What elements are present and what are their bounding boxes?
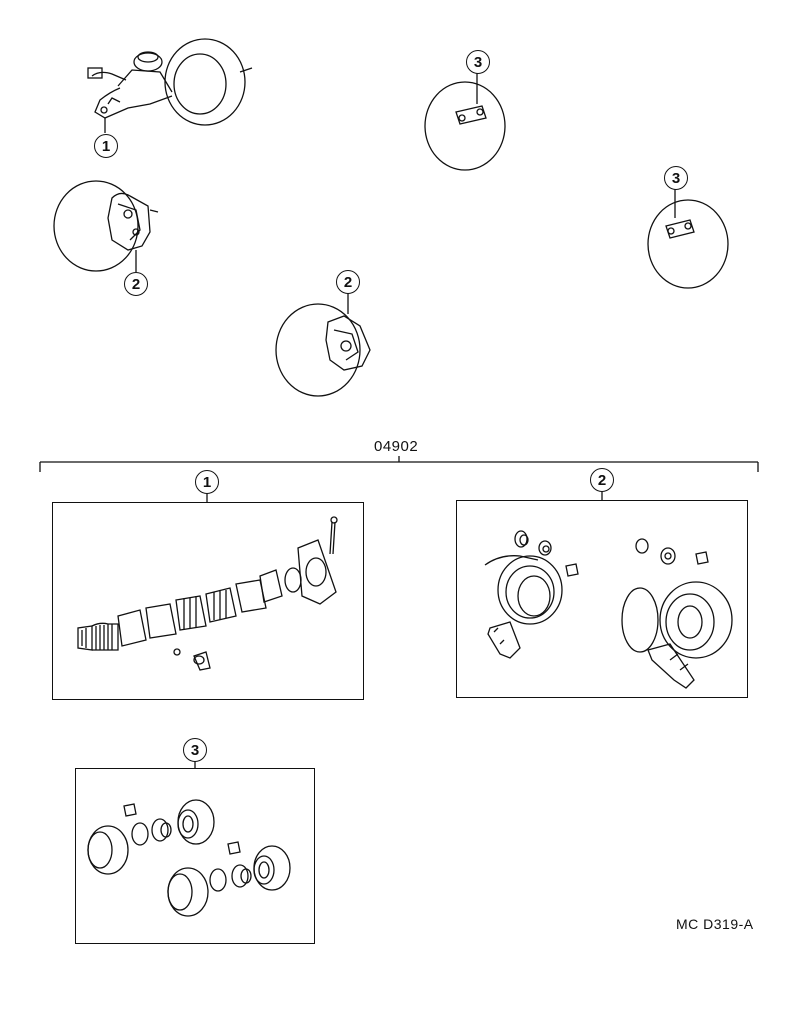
callout-3-wheel-cylinder-top: 3 bbox=[466, 50, 490, 74]
callout-kit-1: 1 bbox=[195, 470, 219, 494]
kit2-box bbox=[456, 500, 748, 698]
front-caliper-left bbox=[53, 180, 159, 272]
callout-2-front-caliper-left: 2 bbox=[124, 272, 148, 296]
kit2-parts bbox=[484, 530, 733, 689]
kit3-parts bbox=[87, 799, 291, 917]
kit1-parts bbox=[77, 516, 338, 671]
front-caliper-middle bbox=[275, 292, 371, 397]
callout-kit-3: 3 bbox=[183, 738, 207, 762]
kit-part-number: 04902 bbox=[374, 438, 419, 455]
callout-1-master-cylinder: 1 bbox=[94, 134, 118, 158]
callout-2-front-caliper-middle: 2 bbox=[336, 270, 360, 294]
kit3-box bbox=[75, 768, 315, 944]
kit1-box bbox=[52, 502, 364, 700]
callout-3-wheel-cylinder-right: 3 bbox=[664, 166, 688, 190]
callout-kit-2: 2 bbox=[590, 468, 614, 492]
diagram-code: MC D319-A bbox=[676, 916, 754, 932]
master-cylinder-assembly bbox=[87, 38, 253, 133]
wheel-cylinder-right bbox=[647, 188, 729, 289]
wheel-cylinder-top bbox=[424, 72, 506, 171]
part-number-bracket bbox=[39, 456, 759, 472]
